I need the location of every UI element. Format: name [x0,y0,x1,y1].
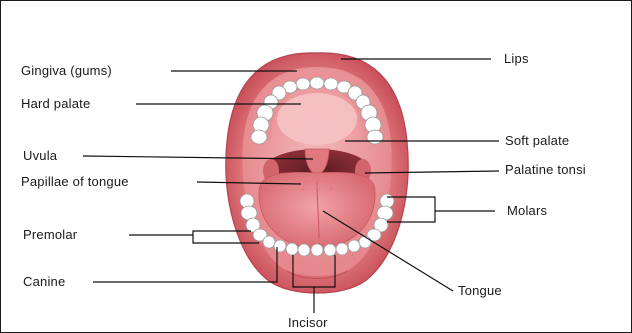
label-soft-palate: Soft palate [505,133,569,149]
label-gingiva: Gingiva (gums) [21,63,112,79]
label-premolar: Premolar [23,227,77,243]
hard-palate-shape [277,93,357,145]
label-canine: Canine [23,274,65,290]
label-incisor: Incisor [288,315,328,331]
label-palatine-tonsil: Palatine tonsi [505,162,586,178]
label-uvula: Uvula [23,148,57,164]
label-papillae: Papillae of tongue [21,174,129,190]
label-molars: Molars [507,203,547,219]
label-tongue: Tongue [458,283,502,299]
label-hard-palate: Hard palate [21,96,90,112]
label-lips: Lips [504,51,529,67]
